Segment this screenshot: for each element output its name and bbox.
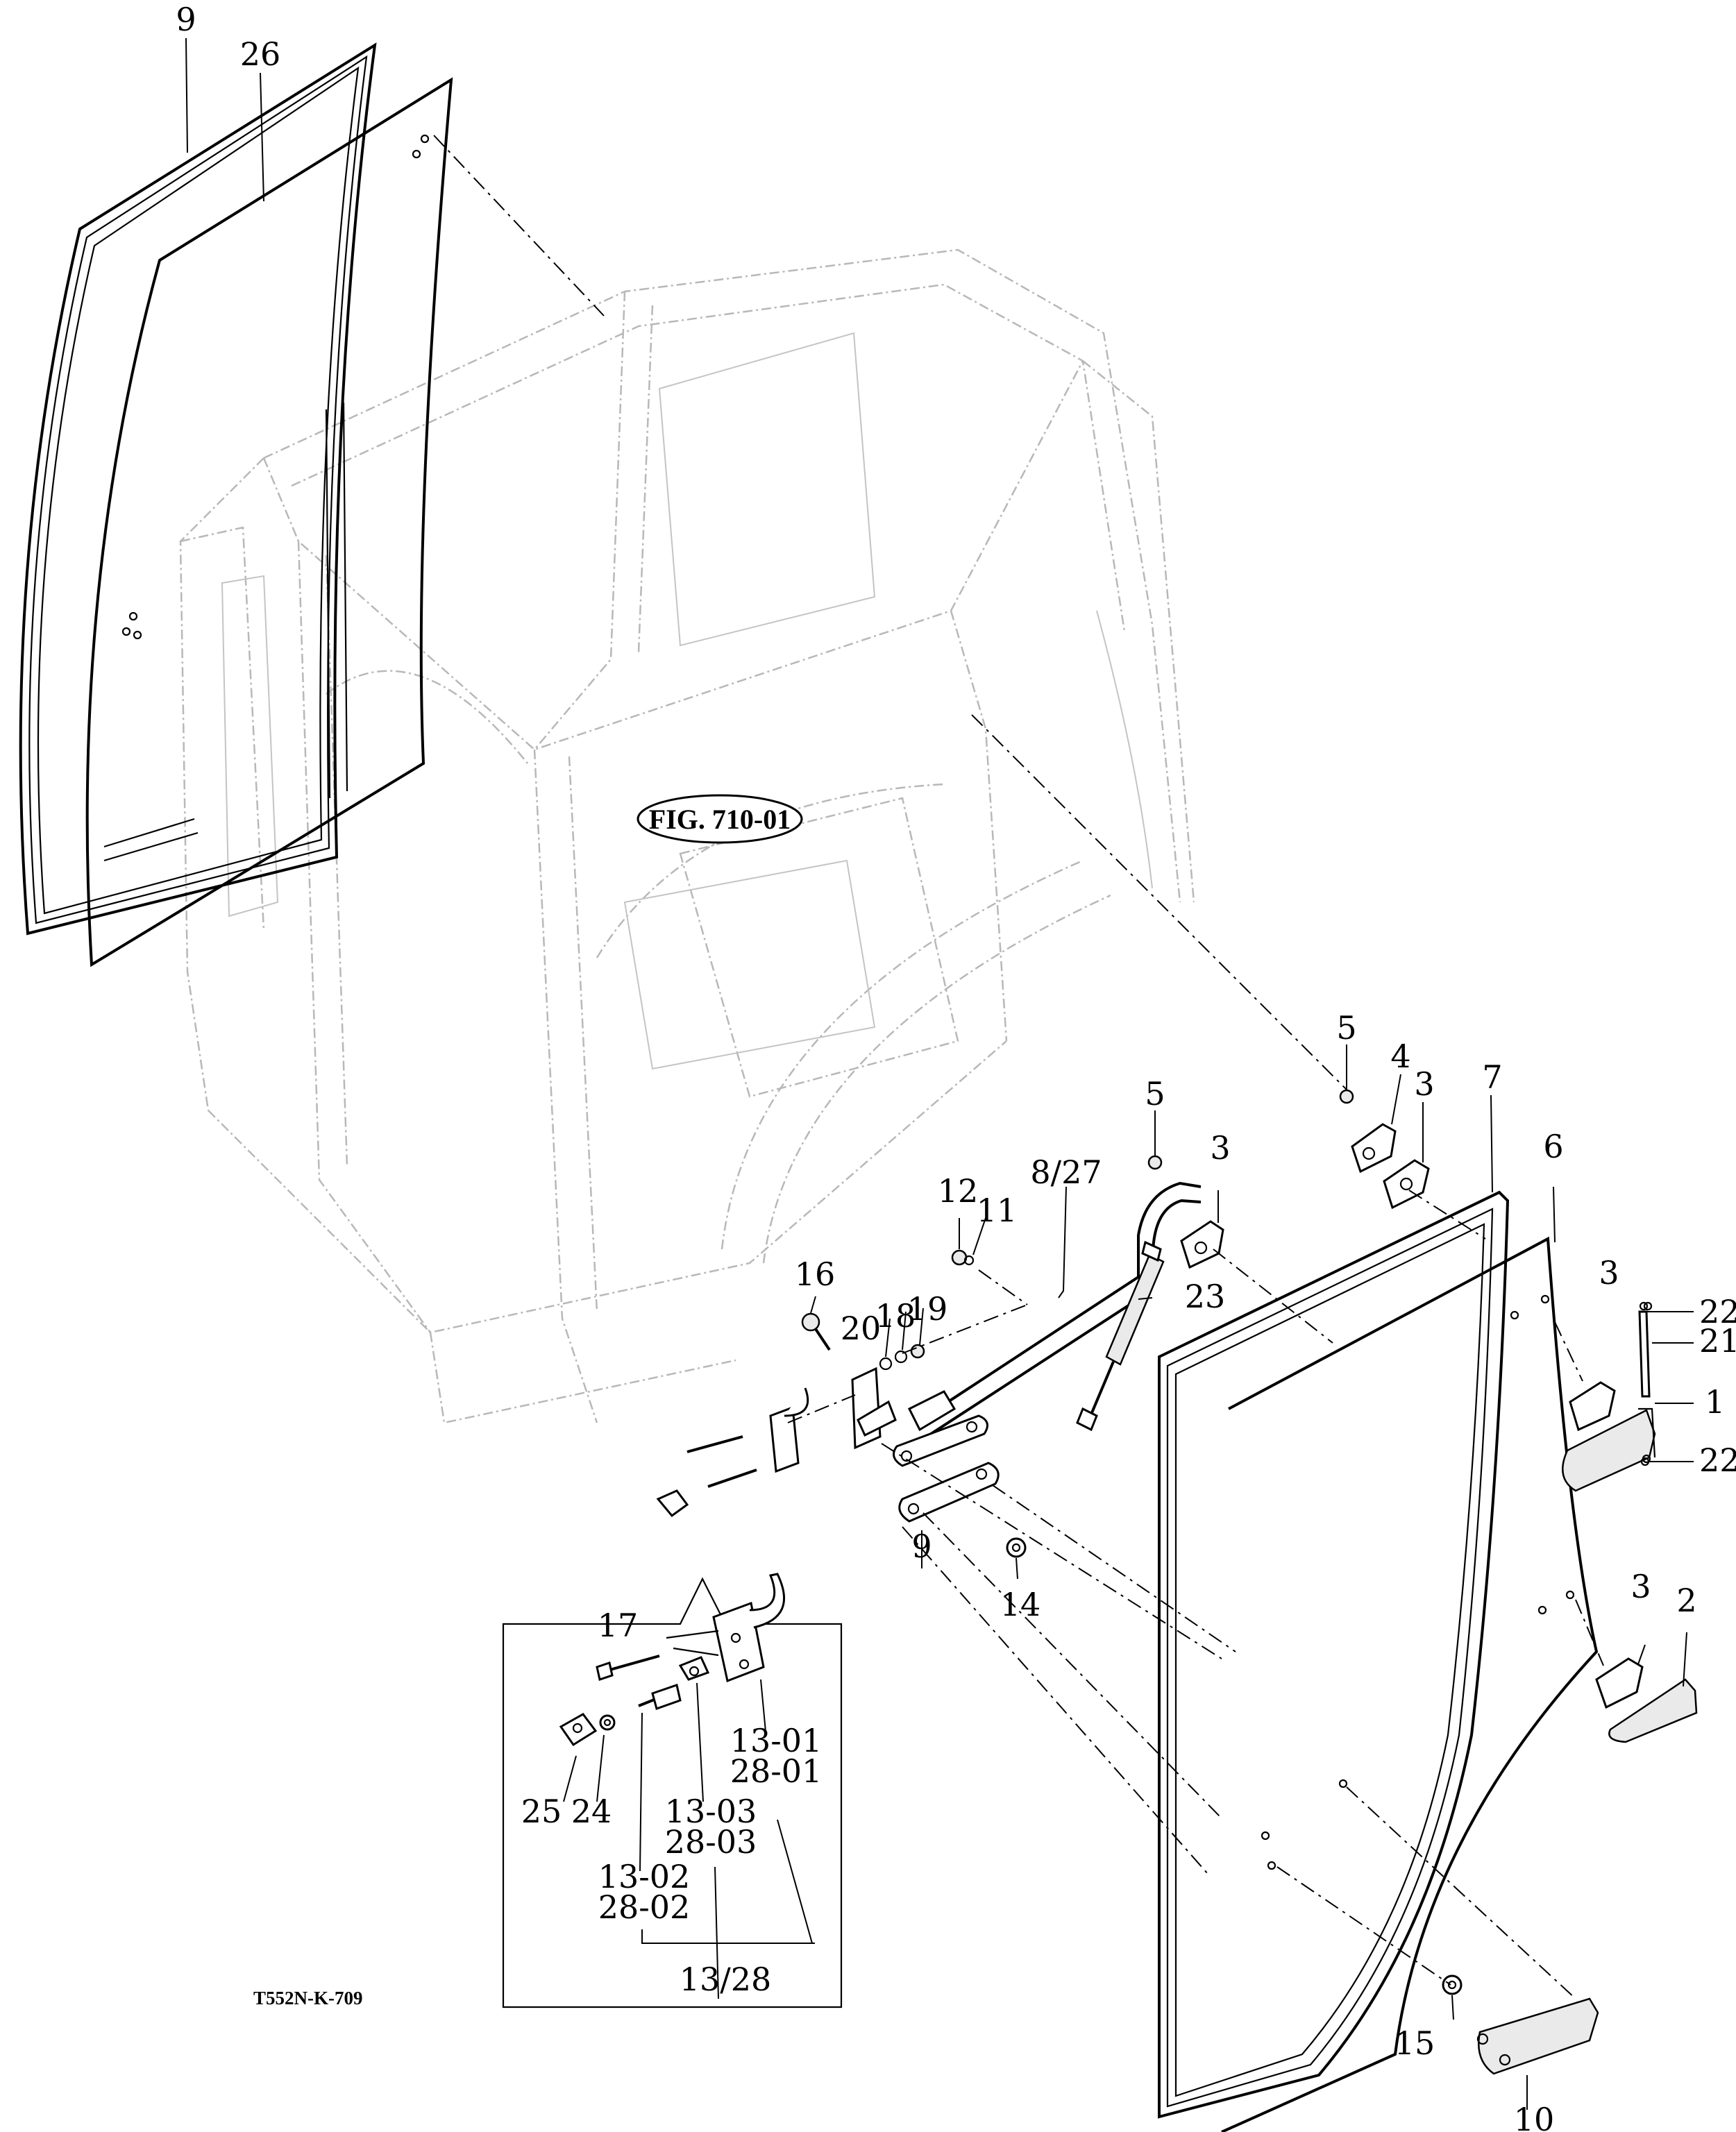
door-glass — [1221, 1236, 1599, 2132]
inset-callouts: 17 13-01 28-01 25 24 13-03 28-03 13-02 2… — [521, 1607, 823, 1998]
callout-13-28: 13/28 — [680, 1961, 772, 1998]
figure-reference-ellipse — [637, 794, 803, 844]
hinge-1 — [1562, 1407, 1656, 1492]
callout-28-02: 28-02 — [598, 1888, 691, 1926]
inset-latch-body — [712, 1573, 785, 1683]
callout-22-upper: 22 — [1699, 1293, 1736, 1330]
door-seal — [1158, 1190, 1510, 2119]
hinge-2 — [1608, 1678, 1698, 1743]
callout-6: 6 — [1543, 1128, 1563, 1165]
nut-5-lower — [1147, 1155, 1163, 1170]
hinge-plate-3-right-upper — [1569, 1381, 1616, 1432]
callout-1: 1 — [1705, 1383, 1725, 1421]
inset-nut-25 — [559, 1713, 598, 1747]
callout-10: 10 — [1514, 2101, 1555, 2132]
callout-2: 2 — [1676, 1582, 1696, 1619]
drawing-code: T552N-K-709 — [253, 1988, 363, 2008]
callout-3-a: 3 — [1414, 1065, 1434, 1103]
callout-3-b: 3 — [1210, 1129, 1230, 1167]
latch-bracket — [851, 1367, 897, 1450]
inset-bolt-17 — [596, 1630, 719, 1681]
washer-14-hole — [1011, 1543, 1021, 1553]
callout-9-seal: 9 — [176, 1, 196, 38]
callout-17: 17 — [598, 1607, 639, 1644]
figure-reference: FIG. 710-01 — [637, 794, 803, 844]
callout-12: 12 — [938, 1172, 979, 1210]
callout-21: 21 — [1699, 1322, 1736, 1360]
inset-bushing-13-03 — [678, 1656, 710, 1681]
washer-15 — [1442, 1974, 1463, 1995]
callout-24: 24 — [571, 1793, 612, 1830]
callout-16: 16 — [795, 1255, 836, 1293]
clip-22-upper — [1643, 1301, 1653, 1311]
washer-11 — [963, 1255, 975, 1266]
callout-5-lower: 5 — [1145, 1075, 1165, 1112]
callout-7: 7 — [1482, 1058, 1502, 1096]
callout-8-27: 8/27 — [1030, 1153, 1102, 1191]
hinge-plate-3-right-lower — [1595, 1657, 1644, 1709]
callout-23: 23 — [1185, 1278, 1226, 1315]
callout-28-03: 28-03 — [665, 1823, 757, 1861]
washer-15-hole — [1447, 1980, 1457, 1990]
callout-26: 26 — [240, 35, 281, 73]
callout-28-01: 28-01 — [730, 1752, 823, 1790]
clip-22-lower — [1640, 1457, 1650, 1466]
link-plates — [893, 1414, 1000, 1523]
callout-3-d: 3 — [1630, 1568, 1651, 1605]
gas-strut — [1076, 1240, 1165, 1432]
callout-4: 4 — [1390, 1038, 1410, 1075]
inset-detail — [502, 1573, 843, 2008]
hinge-plate-arm-3 — [1180, 1220, 1224, 1269]
callout-14: 14 — [1000, 1586, 1041, 1623]
callout-5-upper: 5 — [1336, 1009, 1356, 1047]
callout-25: 25 — [521, 1793, 562, 1830]
inset-screw-13-02 — [638, 1684, 682, 1710]
callout-19: 19 — [907, 1290, 948, 1328]
rear-window-glass — [85, 77, 453, 967]
cab-frame-ghost — [179, 248, 1195, 1424]
nut-5-upper — [1339, 1089, 1354, 1104]
alignment-lines — [433, 135, 1604, 1999]
bolt-16-shank — [814, 1328, 831, 1351]
bolt-16 — [801, 1312, 820, 1332]
hinge-plate-upper-4 — [1351, 1123, 1397, 1174]
leader-lines — [185, 37, 1694, 2110]
washer-18 — [894, 1350, 908, 1364]
inset-washer-24 — [599, 1714, 616, 1731]
washer-20 — [879, 1357, 893, 1371]
callout-13-02: 13-02 — [598, 1858, 691, 1895]
callout-13-03: 13-03 — [665, 1793, 757, 1830]
nut-12 — [951, 1249, 968, 1266]
figure-reference-label: FIG. 710-01 — [649, 804, 791, 835]
hinge-plate-upper-3 — [1383, 1159, 1430, 1210]
lock-assembly — [656, 1387, 809, 1518]
callout-13-01: 13-01 — [730, 1722, 823, 1759]
callout-9-link: 9 — [911, 1528, 932, 1565]
callout-11: 11 — [977, 1192, 1018, 1229]
callout-22-lower: 22 — [1699, 1441, 1736, 1479]
door-handle — [1476, 1997, 1599, 2075]
callout-3-c: 3 — [1599, 1254, 1619, 1292]
hardware — [801, 1089, 1653, 1995]
door-stay-arm — [907, 1181, 1202, 1439]
callout-15: 15 — [1394, 2024, 1435, 2062]
callout-20: 20 — [841, 1310, 882, 1347]
nut-19 — [910, 1344, 925, 1359]
callout-18: 18 — [875, 1297, 916, 1335]
washer-14 — [1006, 1537, 1027, 1558]
callouts: 9 26 5 4 3 7 5 6 3 8/27 12 11 3 16 23 18… — [176, 1, 1736, 2132]
rear-window-seal — [19, 42, 377, 936]
